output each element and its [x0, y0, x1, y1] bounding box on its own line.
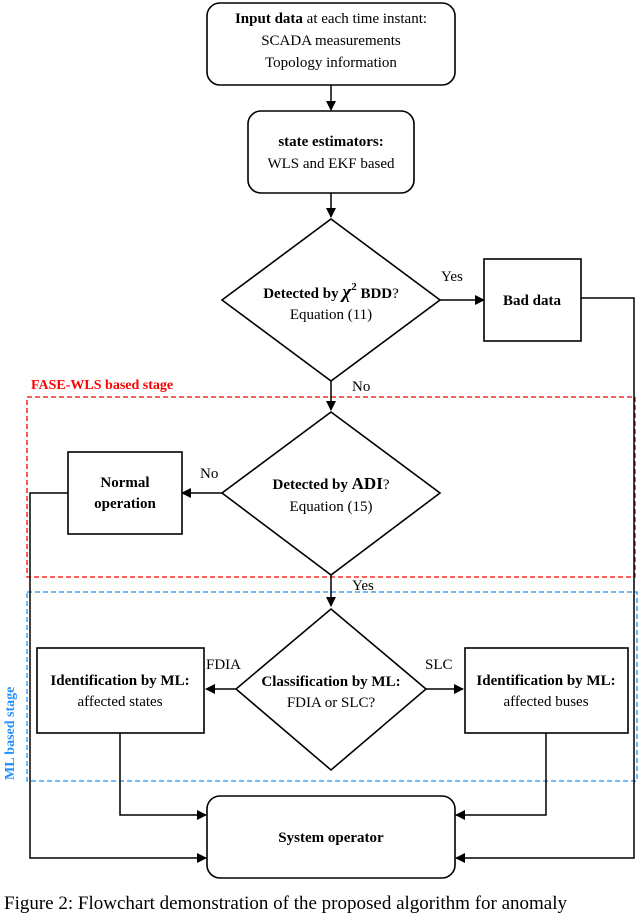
bdd-decision-equation: Equation (11) — [290, 307, 372, 323]
system-operator-node — [206, 795, 456, 879]
edge-label-yes-bdd: Yes — [441, 269, 463, 285]
classification-decision-node — [234, 607, 428, 772]
input-data-line3: Topology information — [265, 55, 397, 71]
ml-stage-region — [26, 591, 638, 782]
bad-data-label: Bad data — [503, 293, 561, 309]
adi-decision-question: Detected by ADI? — [273, 474, 390, 493]
classification-title: Classification by ML: — [261, 674, 400, 690]
normal-operation-node — [67, 451, 183, 535]
input-data-line1: Input data at each time instant: — [235, 11, 427, 27]
bdd-decision-node — [220, 218, 442, 382]
edge-baddata-operator — [455, 297, 635, 863]
edge-label-slc: SLC — [425, 657, 453, 673]
system-operator-label: System operator — [278, 830, 384, 846]
identify-states-node — [36, 647, 205, 734]
adi-decision-equation: Equation (15) — [290, 499, 373, 515]
edge-label-fdia: FDIA — [206, 657, 241, 673]
classification-question: FDIA or SLC? — [287, 695, 376, 711]
figure-caption: Figure 2: Flowchart demonstration of the… — [4, 893, 568, 914]
bad-data-node — [483, 258, 582, 342]
input-data-line2: SCADA measurements — [261, 33, 401, 49]
identify-buses-title: Identification by ML: — [476, 673, 615, 689]
identify-states-title: Identification by ML: — [50, 673, 189, 689]
state-estimators-title: state estimators: — [278, 134, 383, 150]
identify-states-subtitle: affected states — [77, 694, 162, 710]
state-estimators-node — [247, 110, 415, 194]
state-estimators-subtitle: WLS and EKF based — [267, 156, 395, 172]
edge-label-no-adi: No — [200, 466, 218, 482]
edge-states-operator — [119, 733, 207, 820]
edge-normal-operator — [29, 492, 207, 863]
input-data-node — [206, 2, 456, 86]
edge-label-yes-adi: Yes — [352, 578, 374, 594]
adi-decision-node — [220, 411, 442, 577]
edge-buses-operator — [455, 733, 547, 820]
bdd-decision-question: Detected by χ2 BDD? — [263, 281, 399, 303]
fase-stage-label: FASE-WLS based stage — [31, 378, 173, 393]
identify-buses-node — [464, 647, 629, 734]
normal-operation-line2: operation — [94, 496, 156, 512]
ml-stage-label: ML based stage — [3, 687, 18, 780]
normal-operation-line1: Normal — [100, 475, 149, 491]
identify-buses-subtitle: affected buses — [503, 694, 588, 710]
edge-label-no-bdd: No — [352, 379, 370, 395]
